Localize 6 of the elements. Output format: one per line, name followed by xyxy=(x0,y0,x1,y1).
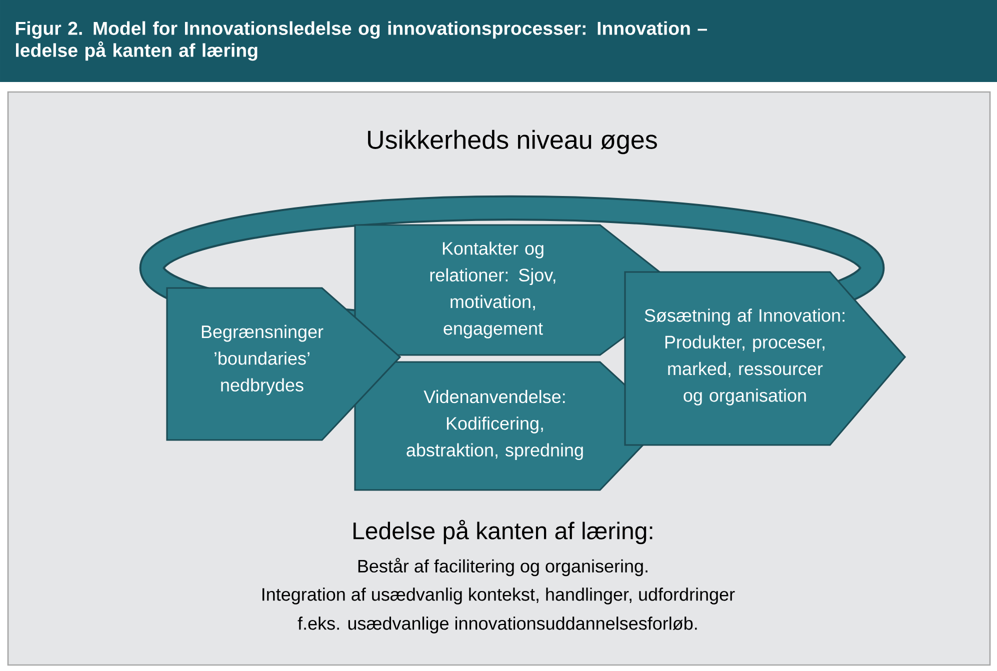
subheading: Ledelse på kanten af læring: xyxy=(354,520,652,544)
heading: Usikkerheds niveau øges xyxy=(368,130,657,154)
title-banner: Figur 2. Model for Innovationsledelse og innovationsprocesser: Innovation – ledelse på kanten af læring xyxy=(0,0,997,82)
note-text: f.eks. usædvanlige innovationsuddannelsesforløb. xyxy=(298,616,697,634)
note-text: Består af facilitering og organisering. xyxy=(358,558,648,576)
note-text: Integration af usædvanlig kontekst, handlinger, udfordringer xyxy=(262,588,735,604)
